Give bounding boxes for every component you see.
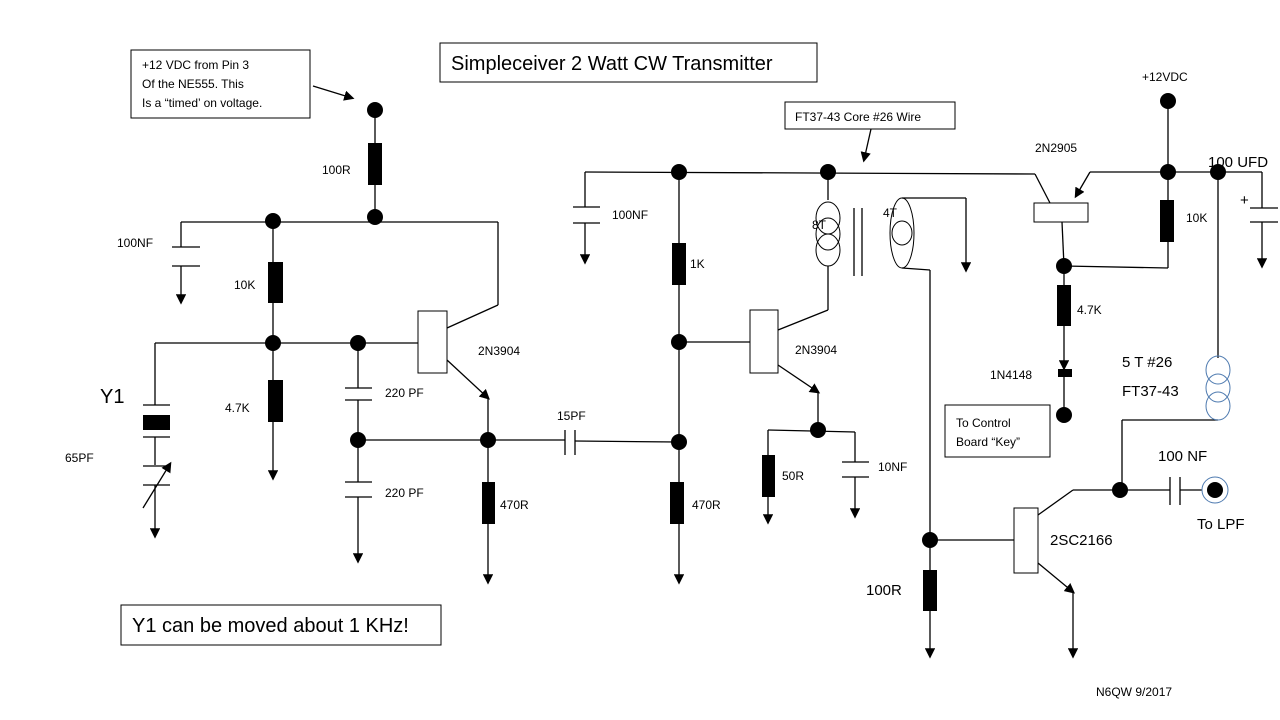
- credit: N6QW 9/2017: [1096, 685, 1172, 699]
- y1-note-box: [120, 604, 442, 646]
- resistor-50r: [762, 455, 775, 497]
- label-100r-bottom: 100R: [866, 582, 902, 599]
- label-220pf-1: 220 PF: [385, 386, 424, 400]
- resistor-100r-top: [368, 143, 382, 185]
- key-note-box: [944, 404, 1051, 458]
- label-q1: 2N3904: [478, 344, 520, 358]
- label-1k: 1K: [690, 257, 705, 271]
- supply-note-box: [130, 49, 311, 119]
- label-4k7-left: 4.7K: [225, 401, 250, 415]
- key-note-line: To Control: [956, 416, 1011, 430]
- label-470r-1: 470R: [500, 498, 529, 512]
- keying-and-pa-stage: [1034, 101, 1278, 659]
- crystal-y1: [143, 415, 170, 430]
- diode-1n4148: [1058, 369, 1072, 377]
- label-5t-coil: 5 T #26: [1122, 354, 1172, 371]
- supply-note-line: Of the NE555. This: [142, 77, 244, 91]
- label-10nf: 10NF: [878, 460, 907, 474]
- title-box: [439, 42, 818, 83]
- resistor-470r-1: [482, 482, 495, 524]
- label-4t: 4T: [883, 206, 898, 220]
- label-220pf-2: 220 PF: [385, 486, 424, 500]
- supply-note-line: +12 VDC from Pin 3: [142, 58, 249, 72]
- label-100r-top: 100R: [322, 163, 351, 177]
- resistor-10k-right: [1160, 200, 1174, 242]
- output-connector-pin: [1207, 482, 1223, 498]
- label-q3: 2N2905: [1035, 141, 1077, 155]
- label-y1: Y1: [100, 386, 124, 408]
- label-100nf-out: 100 NF: [1158, 448, 1207, 465]
- resistor-470r-2: [670, 482, 684, 524]
- transistor-q3: [1033, 202, 1089, 223]
- transistor-q2: [749, 309, 779, 374]
- label-supply: +12VDC: [1142, 70, 1188, 84]
- transistor-q1: [417, 310, 448, 374]
- coil-4t: [889, 197, 915, 269]
- label-100nf-mid: 100NF: [612, 208, 648, 222]
- resistor-10k-left: [268, 262, 283, 303]
- label-q2: 2N3904: [795, 343, 837, 357]
- transistor-q4: [1013, 507, 1039, 574]
- resistor-4k7-right: [1057, 285, 1071, 326]
- key-note-line: Board “Key”: [956, 435, 1020, 449]
- note-arrow: [312, 85, 355, 101]
- junction-dots: [265, 93, 1226, 548]
- label-470r-2: 470R: [692, 498, 721, 512]
- label-1n4148: 1N4148: [990, 368, 1032, 382]
- label-5t-core: FT37-43: [1122, 383, 1179, 400]
- label-to-lpf: To LPF: [1197, 516, 1245, 533]
- label-plus: +: [1240, 192, 1249, 209]
- oscillator-stage: [142, 110, 678, 585]
- label-100ufd: 100 UFD: [1208, 154, 1268, 171]
- label-50r: 50R: [782, 469, 804, 483]
- core-note-box: [784, 101, 956, 130]
- coil-5t: [1205, 355, 1231, 421]
- core-note-arrow: [860, 128, 872, 163]
- resistor-1k: [672, 243, 686, 285]
- y1-note: Y1 can be moved about 1 KHz!: [132, 615, 409, 637]
- label-65pf: 65PF: [65, 451, 94, 465]
- resistor-4k7-left: [268, 380, 283, 422]
- label-8t: 8T: [812, 218, 827, 232]
- label-10k-right: 10K: [1186, 211, 1207, 225]
- resistor-100r-bottom: [923, 570, 937, 611]
- label-100nf-left: 100NF: [117, 236, 153, 250]
- core-note: FT37-43 Core #26 Wire: [795, 110, 921, 124]
- label-15pf: 15PF: [557, 409, 586, 423]
- title: Simpleceiver 2 Watt CW Transmitter: [451, 53, 773, 75]
- label-10k-left: 10K: [234, 278, 255, 292]
- supply-note-line: Is a “timed’ on voltage.: [142, 96, 262, 110]
- label-4k7-right: 4.7K: [1077, 303, 1102, 317]
- label-q4: 2SC2166: [1050, 532, 1113, 549]
- coil-8t: [815, 201, 841, 267]
